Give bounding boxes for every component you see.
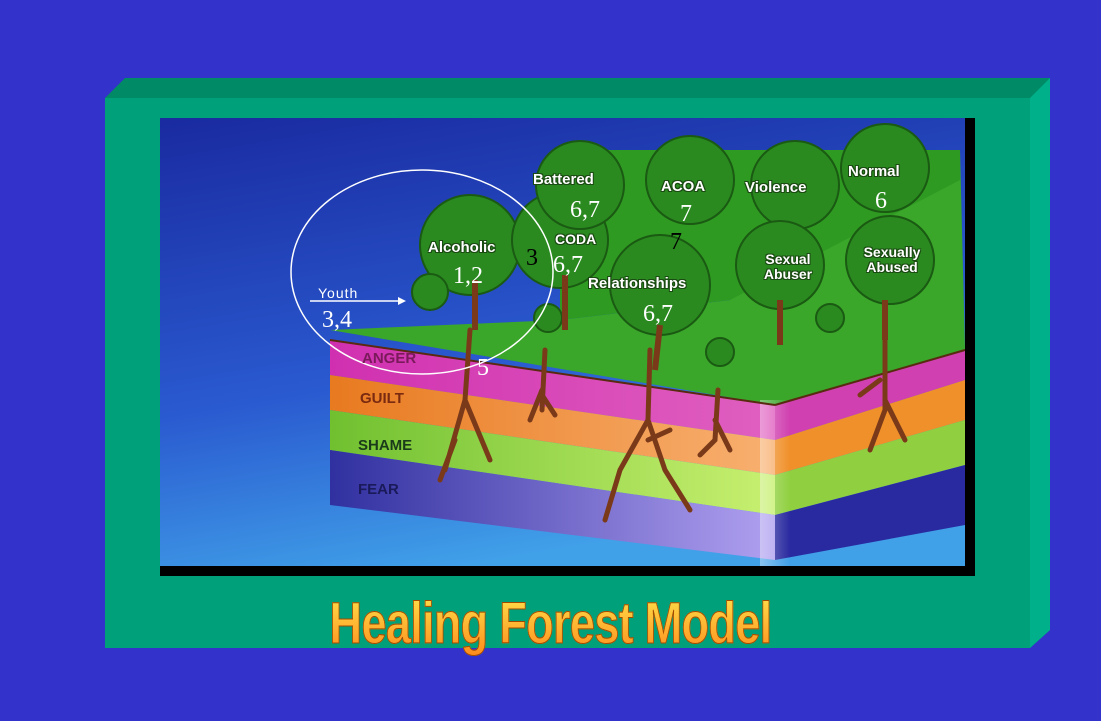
layer-label-fear: FEAR [358, 481, 399, 498]
acoa-number-2: 7 [670, 230, 682, 254]
tree-label-acoa: ACOA [661, 179, 705, 195]
coda-number-black: 3 [526, 246, 538, 270]
tree-label-coda: CODA [555, 232, 596, 247]
tree-label-sexually-abused: Sexually Abused [852, 245, 932, 274]
youth-label: Youth [318, 285, 358, 301]
tree-label-alcoholic: Alcoholic [428, 240, 496, 256]
youth-number: 3,4 [322, 308, 352, 332]
battered-number: 6,7 [570, 198, 600, 222]
tree-label-normal: Normal [848, 164, 900, 180]
layer-label-anger: ANGER [362, 350, 416, 367]
alcoholic-number: 1,2 [453, 264, 483, 288]
acoa-number-1: 7 [680, 202, 692, 226]
layer-label-shame: SHAME [358, 437, 412, 454]
tree-label-relationships: Relationships [588, 276, 686, 292]
tree-label-sexual-abuser: Sexual Abuser [748, 252, 828, 281]
slide-title: Healing Forest Model [121, 590, 980, 657]
tree-label-violence: Violence [745, 180, 806, 196]
coda-number: 6,7 [553, 253, 583, 277]
tree-label-battered: Battered [533, 172, 594, 188]
anger-number: 5 [477, 356, 489, 380]
relationships-number: 6,7 [643, 302, 673, 326]
normal-number: 6 [875, 189, 887, 213]
layer-label-guilt: GUILT [360, 390, 404, 407]
